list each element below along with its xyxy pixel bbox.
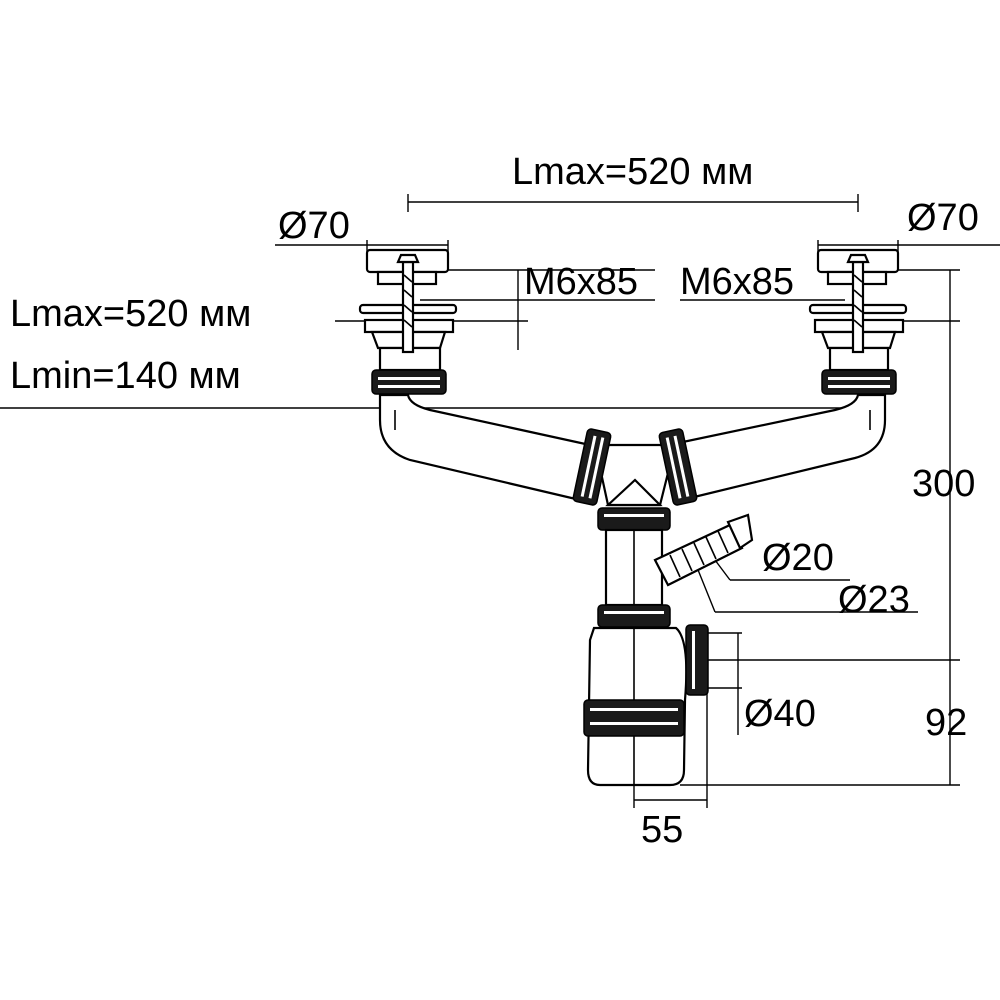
top-span-label: Lmax=520 мм bbox=[512, 151, 753, 193]
height-total-label: 300 bbox=[912, 463, 975, 505]
right-branch-pipe bbox=[676, 393, 887, 500]
trap-height-label: 92 bbox=[925, 702, 967, 744]
hose-outer-label: Ø23 bbox=[838, 579, 910, 621]
left-lmin-label: Lmin=140 мм bbox=[10, 355, 241, 397]
outlet-diameter-label: Ø40 bbox=[744, 693, 816, 735]
left-branch-pipe bbox=[378, 393, 592, 502]
left-tee-nut bbox=[572, 428, 612, 506]
left-strainer bbox=[358, 248, 458, 372]
left-screw-label: M6x85 bbox=[524, 261, 638, 303]
vertical-stem bbox=[597, 507, 671, 628]
right-tee-nut bbox=[658, 428, 698, 506]
left-diameter-label: Ø70 bbox=[278, 205, 350, 247]
outlet-offset-label: 55 bbox=[641, 809, 683, 851]
right-upper-nut bbox=[821, 369, 897, 395]
tee-junction bbox=[593, 443, 677, 507]
dimension-lines bbox=[0, 194, 1000, 808]
right-diameter-label: Ø70 bbox=[907, 197, 979, 239]
side-hose bbox=[653, 513, 754, 587]
left-lmax-label: Lmax=520 мм bbox=[10, 293, 251, 335]
hose-inner-label: Ø20 bbox=[762, 537, 834, 579]
right-strainer bbox=[808, 248, 908, 372]
trap-body bbox=[583, 624, 709, 787]
left-upper-nut bbox=[371, 369, 447, 395]
right-screw-label: M6x85 bbox=[680, 261, 794, 303]
